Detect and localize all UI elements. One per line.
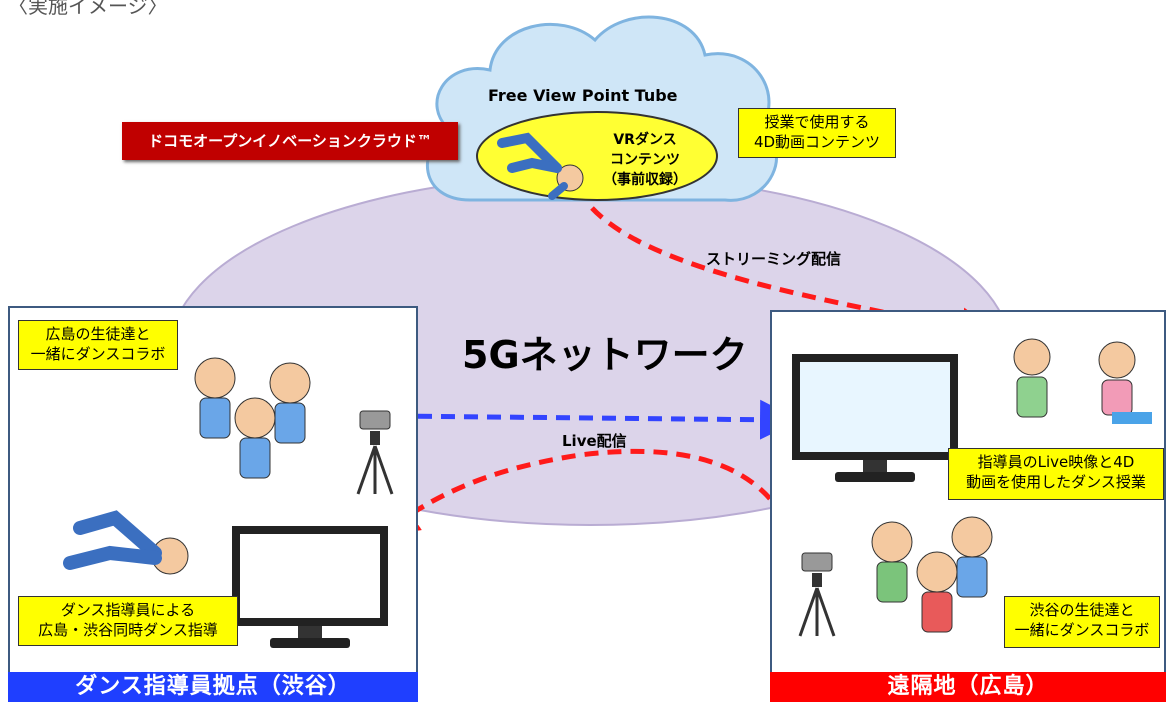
right-panel-bar-label: 遠隔地（広島） [887,674,1049,699]
network-label: 5Gネットワーク [462,333,748,377]
callout-4d-content: 授業で使用する 4D動画コンテンツ [738,108,896,158]
right-callout-top: 指導員のLive映像と4D 動画を使用したダンス授業 [948,448,1164,500]
right-callout-bottom: 渋谷の生徒達と 一緒にダンスコラボ [1004,596,1160,648]
right-panel: 指導員のLive映像と4D 動画を使用したダンス授業 渋谷の生徒達と 一緒にダン… [770,310,1166,702]
left-panel-bar-label: ダンス指導員拠点（渋谷） [75,674,351,699]
dancer-figure-icon [497,132,584,200]
cloud-title: Free View Point Tube [488,86,678,105]
monitor-icon [792,354,958,482]
left-panel-bar: ダンス指導員拠点（渋谷） [8,672,418,702]
live-blue-arrow [394,399,800,440]
left-callout-top: 広島の生徒達と 一緒にダンスコラボ [18,320,178,370]
streaming-label: ストリーミング配信 [706,250,842,268]
dancing-kids-illustration [194,357,311,479]
docomo-cloud-badge: ドコモオープンイノベーションクラウド™ [122,122,458,160]
vr-content-ellipse [476,111,718,201]
dancing-kids-illustration [871,516,993,633]
vr-content-label: VRダンス コンテンツ （事前収録） [603,132,687,188]
live-label: Live配信 [562,432,627,450]
top-label: 〈実施イメージ〉 [8,0,168,18]
camera-tripod-icon [798,552,836,637]
break-dancer-illustration [63,510,189,575]
left-panel: 広島の生徒達と 一緒にダンスコラボ ダンス指導員による 広島・渋谷同時ダンス指導 [8,306,418,702]
docomo-cloud-badge-label: ドコモオープンイノベーションクラウド™ [148,132,432,150]
monitor-icon [232,526,388,648]
students-with-tablets-illustration [1013,338,1152,424]
camera-tripod-icon [356,410,394,495]
right-panel-bar: 遠隔地（広島） [770,672,1166,702]
left-callout-bottom: ダンス指導員による 広島・渋谷同時ダンス指導 [18,596,238,646]
live-red-arrow [377,448,803,561]
